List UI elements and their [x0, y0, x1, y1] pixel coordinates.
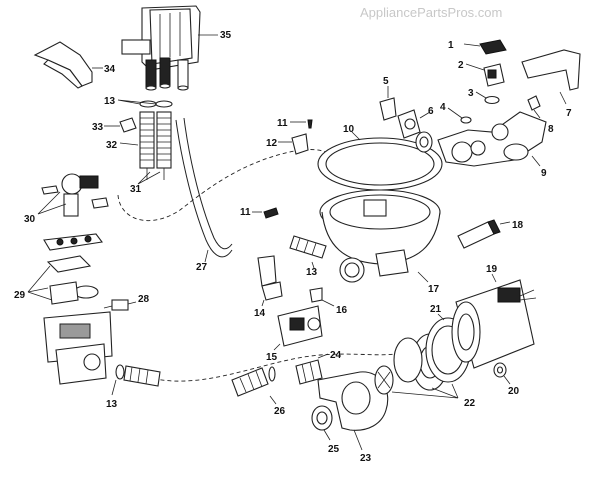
- part-26-hose-lower[interactable]: [231, 366, 277, 405]
- part-12-bracket[interactable]: [278, 133, 309, 155]
- callout-23: 23: [360, 453, 372, 464]
- callout-24: 24: [330, 350, 342, 361]
- hose-routing-line-lower: [139, 351, 411, 382]
- part-10-seal-ring[interactable]: [317, 131, 443, 191]
- part-11-screw-lower[interactable]: [252, 207, 279, 219]
- callout-33: 33: [92, 122, 104, 133]
- hose-routing-line: [117, 149, 341, 222]
- part-1-cap[interactable]: [463, 39, 507, 55]
- part-9-valve-assembly[interactable]: [415, 111, 547, 167]
- callout-26: 26: [274, 406, 286, 417]
- part-13-hose-lower-left[interactable]: [111, 364, 161, 396]
- part-16-clip[interactable]: [309, 287, 335, 307]
- part-2-connector[interactable]: [465, 63, 505, 87]
- callout-8: 8: [548, 124, 554, 135]
- part-17-sump[interactable]: [319, 189, 441, 283]
- callout-13-center: 13: [306, 267, 318, 278]
- part-25-nozzle[interactable]: [311, 405, 333, 441]
- part-29-float-assembly[interactable]: [27, 233, 103, 305]
- callout-11-upper: 11: [277, 118, 288, 129]
- callout-28: 28: [138, 294, 150, 305]
- part-14-bracket[interactable]: [257, 255, 283, 307]
- callout-4: 4: [440, 102, 446, 113]
- part-30-switch-assembly[interactable]: [37, 173, 109, 217]
- part-31-hose-ends[interactable]: [137, 168, 165, 185]
- callout-6: 6: [428, 106, 434, 117]
- part-15-valve[interactable]: [273, 305, 323, 351]
- part-3-o-ring[interactable]: [475, 91, 500, 105]
- callout-14: 14: [254, 308, 266, 319]
- sump-housing-left[interactable]: [43, 311, 113, 385]
- callout-12: 12: [266, 138, 278, 149]
- part-35-bracket-assembly[interactable]: [121, 5, 218, 91]
- part-7-cover[interactable]: [521, 49, 581, 105]
- callout-13-top: 13: [104, 96, 116, 107]
- callout-25: 25: [328, 444, 340, 455]
- callout-21: 21: [430, 304, 442, 315]
- part-4-o-ring[interactable]: [447, 107, 472, 124]
- callout-19: 19: [486, 264, 498, 275]
- callout-31: 31: [130, 184, 142, 195]
- callout-32: 32: [106, 140, 118, 151]
- callout-5: 5: [383, 76, 389, 87]
- callout-18: 18: [512, 220, 524, 231]
- callout-22: 22: [464, 398, 476, 409]
- callout-29: 29: [14, 290, 26, 301]
- part-18-filter-tube[interactable]: [457, 219, 511, 249]
- callout-2: 2: [458, 60, 464, 71]
- part-6-valve-body[interactable]: [397, 109, 431, 139]
- part-13-hose-center[interactable]: [289, 235, 327, 269]
- part-8-clip[interactable]: [527, 95, 541, 119]
- part-33-clip[interactable]: [104, 117, 137, 133]
- callout-9: 9: [541, 168, 547, 179]
- callout-13-bottom: 13: [106, 399, 118, 410]
- callout-10: 10: [343, 124, 355, 135]
- part-24-coupler[interactable]: [295, 353, 329, 385]
- callout-3: 3: [468, 88, 474, 99]
- callout-16: 16: [336, 305, 348, 316]
- callout-27: 27: [196, 262, 208, 273]
- callout-7: 7: [566, 108, 572, 119]
- callout-20: 20: [508, 386, 520, 397]
- part-32-corrugated-hose[interactable]: [119, 111, 172, 169]
- part-5-bracket[interactable]: [379, 86, 397, 121]
- part-23-pump-housing[interactable]: [317, 371, 389, 451]
- part-20-grommet[interactable]: [493, 362, 511, 385]
- callout-34: 34: [104, 64, 116, 75]
- part-27-drain-hose[interactable]: [175, 117, 233, 263]
- part-28-sensor[interactable]: [103, 299, 137, 311]
- callout-35: 35: [220, 30, 232, 41]
- part-19-pump-motor[interactable]: [451, 273, 537, 369]
- callout-1: 1: [448, 40, 454, 51]
- callout-17: 17: [428, 284, 440, 295]
- part-34-cover[interactable]: [33, 41, 103, 89]
- watermark-text: AppliancePartsPros.com: [360, 5, 502, 20]
- part-11-screw-upper[interactable]: [290, 119, 313, 129]
- callout-15: 15: [266, 352, 278, 363]
- callout-30: 30: [24, 214, 36, 225]
- callout-11-lower: 11: [240, 207, 251, 218]
- part-13-o-rings-top[interactable]: [117, 99, 173, 108]
